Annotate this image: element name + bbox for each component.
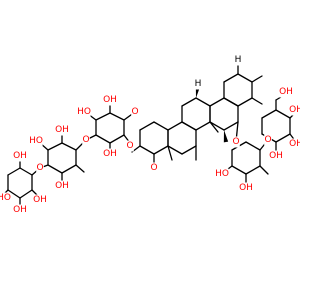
atom-label-background: [77, 106, 91, 118]
stereo-wedge: [223, 130, 229, 143]
core-ring-D: [209, 97, 225, 107]
core-ring-A: [139, 121, 155, 131]
bond: [209, 121, 219, 133]
core-ring-B: [167, 145, 183, 155]
stereo-hydrogen-label: H: [235, 55, 242, 65]
saponin-structure-diagram: OHOHOHHOOOHHOOHOOHHOOHOOOHHOOHHOOOHOHOHO…: [0, 54, 300, 216]
sugar-ring-3: [95, 112, 111, 121]
sugar-ring-3: [109, 112, 125, 121]
core-ring-C: [181, 97, 197, 107]
atom-label-background: [279, 86, 293, 98]
atom-label-background: [55, 124, 69, 136]
atom-label-background: [264, 134, 272, 146]
hydroxyl-label: HO: [29, 136, 43, 146]
sugar-ring-1: [7, 167, 21, 176]
atom-label-background: [239, 182, 253, 194]
core-ring-B: [181, 145, 197, 155]
atom-label-background: [126, 140, 134, 152]
atom-label-background: [269, 150, 283, 162]
atom-label-background: [55, 180, 69, 192]
sugar-ring-1: [19, 189, 33, 199]
hydroxyl-label: OH: [13, 151, 27, 161]
bond: [259, 165, 269, 175]
core-ring-A: [139, 145, 155, 155]
atom-label-background: [0, 192, 11, 204]
hydroxyl-label: OH: [55, 125, 69, 135]
atom-label-background: [36, 162, 44, 174]
sugar-ring-5: [275, 133, 291, 143]
sugar-ring-2: [47, 164, 63, 174]
hydroxyl-label: OH: [103, 149, 117, 159]
sugar-ring-3: [109, 134, 125, 144]
oxygen-label: O: [36, 163, 43, 173]
atom-label-background: [13, 204, 27, 216]
atom-label-background: [234, 54, 242, 66]
core-ring-D: [223, 121, 239, 131]
core-ring-D: [209, 121, 225, 131]
core-ring-B: [167, 121, 183, 131]
hydroxyl-label: HO: [77, 107, 91, 117]
atom-label-background: [82, 134, 90, 146]
hydroxyl-label: OH: [269, 151, 283, 161]
sugar-ring-5: [261, 109, 277, 119]
hydroxyl-label: OH: [55, 181, 69, 191]
core-ring-C: [195, 121, 211, 131]
hydroxyl-label: OH: [289, 105, 300, 115]
hydroxyl-label: OH: [13, 205, 27, 215]
atom-label-background: [150, 162, 158, 174]
oxygen-label: O: [232, 137, 239, 147]
atom-label-background: [289, 104, 300, 116]
core-ring-E: [223, 97, 239, 107]
sugar-ring-1: [19, 167, 33, 176]
atom-label-background: [103, 148, 117, 160]
oxygen-label: O: [131, 107, 138, 117]
sugar-ring-2: [61, 142, 77, 151]
bond: [167, 145, 173, 161]
core-ring-E: [223, 73, 239, 83]
core-ring-E: [237, 73, 253, 83]
atom-label-background: [232, 136, 240, 148]
atom-label-background: [215, 168, 229, 180]
sugar-ring-2: [47, 142, 63, 151]
oxygen-label: O: [82, 135, 89, 145]
core-ring-A: [153, 145, 169, 155]
oxygen-label: O: [150, 163, 157, 173]
bond: [75, 164, 85, 173]
bond: [251, 97, 263, 105]
atom-label-background: [33, 194, 47, 206]
hydroxyl-label: OH: [239, 183, 253, 193]
stereo-hydrogen-label: H: [195, 79, 202, 89]
hydroxyl-label: HO: [215, 169, 229, 179]
core-ring-E: [237, 97, 253, 107]
atom-label-background: [289, 138, 300, 150]
sugar-ring-1: [7, 189, 21, 199]
sugar-ring-4: [245, 141, 261, 151]
sugar-ring-2: [61, 164, 77, 174]
hydroxyl-label: OH: [279, 87, 293, 97]
sugar-ring-4: [231, 165, 247, 175]
hydroxyl-label: OH: [289, 139, 300, 149]
sugar-ring-3: [95, 134, 111, 144]
core-ring-A: [153, 121, 169, 131]
oxygen-label: O: [126, 141, 133, 151]
core-ring-C: [181, 121, 197, 131]
sugar-ring-4: [245, 165, 261, 175]
atom-label-background: [103, 94, 117, 106]
atom-label-background: [13, 150, 27, 162]
atom-label-background: [29, 135, 43, 147]
atom-label-background: [194, 78, 202, 90]
hydroxyl-label: HO: [0, 193, 11, 203]
sugar-ring-5: [275, 109, 291, 119]
oxygen-label: O: [264, 135, 271, 145]
hydroxyl-label: OH: [33, 195, 47, 205]
atom-label-background: [131, 106, 139, 118]
hydroxyl-label: OH: [103, 95, 117, 105]
core-ring-C: [195, 97, 211, 107]
bond: [251, 75, 263, 83]
